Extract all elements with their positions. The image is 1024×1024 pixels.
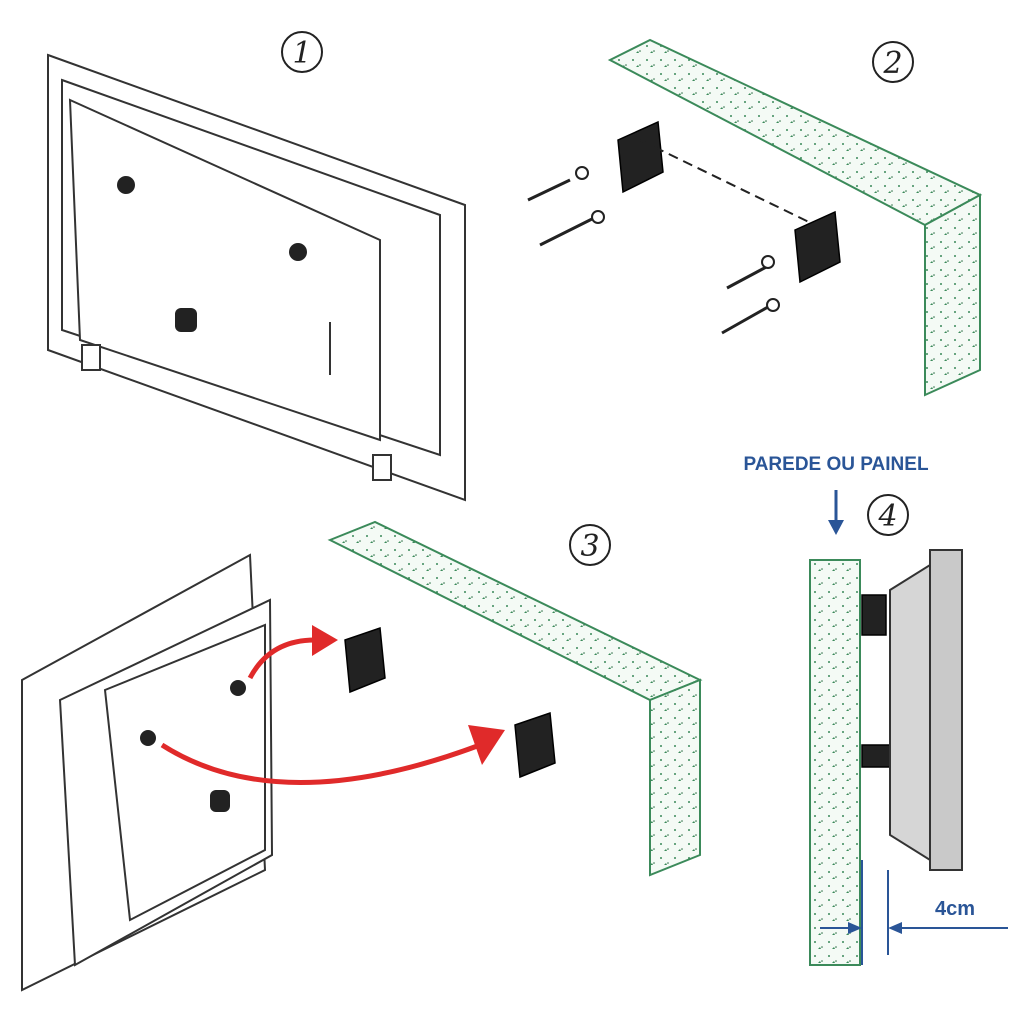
down-arrow-icon (828, 520, 844, 535)
red-arrow-lower (160, 742, 481, 785)
svg-text:3: 3 (580, 529, 599, 564)
screws-icon (527, 178, 776, 335)
step-2-wall-brackets (527, 38, 983, 397)
gap-measure-label: 4cm (935, 898, 975, 920)
step-4-side-view (809, 490, 1008, 966)
step-1-tv-back (47, 53, 466, 502)
svg-text:1: 1 (292, 36, 311, 71)
svg-text:2: 2 (882, 46, 902, 81)
washer-icon (575, 166, 780, 312)
mount-stud-icon (289, 243, 307, 261)
mount-stud-icon (117, 176, 135, 194)
mount-stud-icon (210, 790, 230, 812)
step-number-2: 2 (872, 41, 914, 83)
wall-bracket-icon (794, 210, 841, 284)
step-number-4: 4 (867, 494, 909, 536)
step-3-hang-tv (21, 520, 703, 992)
wall-bracket-icon (617, 120, 664, 194)
mount-stud-icon (140, 730, 156, 746)
wall-label: PAREDE OU PAINEL (743, 454, 928, 475)
wall-section (809, 559, 861, 966)
step-number-3: 3 (569, 524, 611, 566)
wall-bracket-icon (344, 626, 386, 694)
mount-stud-icon (175, 308, 197, 332)
red-arrow-upper (247, 637, 316, 680)
svg-text:4: 4 (877, 499, 897, 534)
mount-stud-icon (230, 680, 246, 696)
wall-bracket-icon (514, 711, 556, 779)
step-number-1: 1 (281, 31, 323, 73)
